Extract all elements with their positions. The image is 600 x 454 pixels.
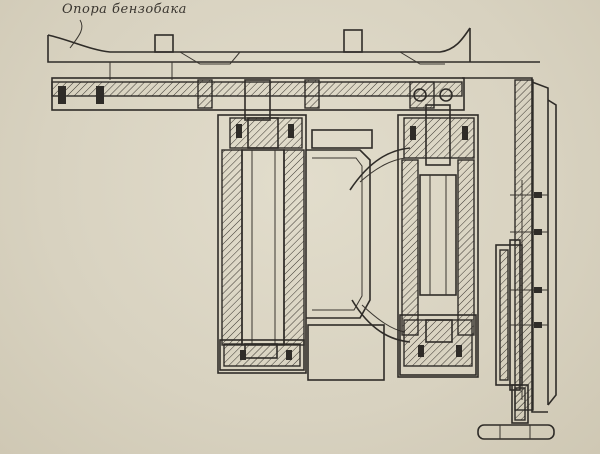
tank-support-plate xyxy=(47,27,540,80)
connecting-link xyxy=(306,129,411,381)
left-cylinder xyxy=(217,114,307,374)
caption-label: Опора бензобака xyxy=(62,2,187,17)
horizontal-beam xyxy=(51,77,465,121)
bottom-handle xyxy=(477,384,555,440)
right-cylinder xyxy=(397,104,479,378)
leader-line xyxy=(69,19,83,49)
